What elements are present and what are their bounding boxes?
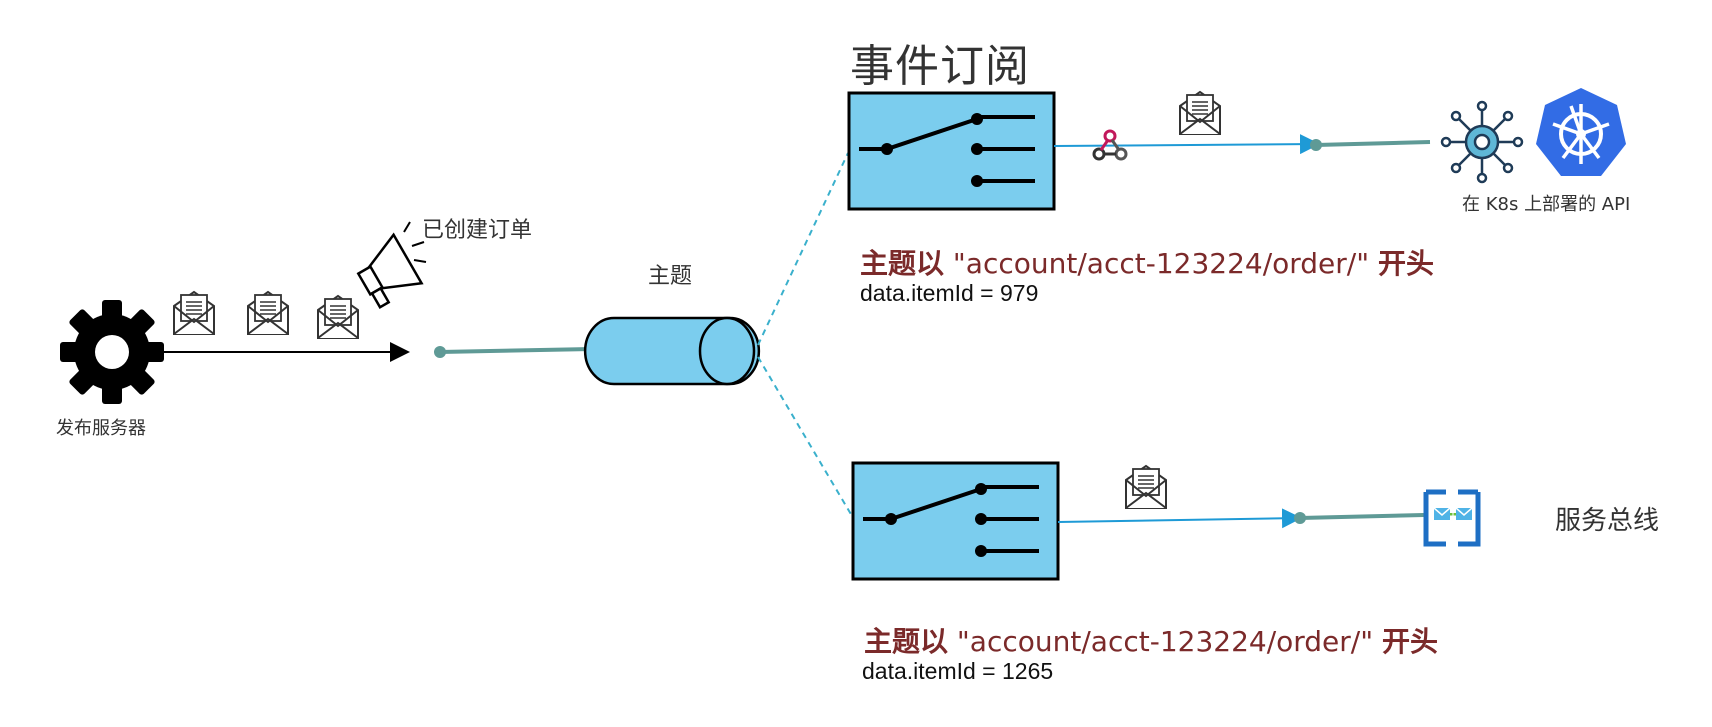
filter-value: "account/acct-123224/order/" (956, 625, 1374, 658)
envelope-icon (317, 295, 359, 339)
subscription-1-condition: data.itemId = 979 (860, 280, 1039, 306)
envelope-icon (247, 291, 289, 335)
hub-icon (1440, 100, 1524, 184)
servicebus-target-label: 服务总线 (1555, 506, 1660, 536)
k8s-icon (1536, 88, 1626, 176)
filter-value: "account/acct-123224/order/" (952, 247, 1370, 280)
subscription-2-condition: data.itemId = 1265 (862, 658, 1054, 684)
envelope-icon (1179, 91, 1221, 135)
delivery-arrow-2 (1057, 508, 1302, 529)
filter-suffix: 开头 (1378, 247, 1435, 280)
filter-suffix: 开头 (1382, 625, 1439, 658)
servicebus-icon (1423, 489, 1481, 547)
envelope-icon (1125, 465, 1167, 509)
target-line-1 (1315, 140, 1431, 147)
delivery-arrow-1 (1053, 134, 1320, 155)
filter-prefix: 主题以 (864, 625, 949, 658)
megaphone-icon (356, 232, 424, 309)
k8s-target-label: 在 K8s 上部署的 API (1462, 194, 1631, 215)
subscription-1-filter: 主题以 "account/acct-123224/order/" 开头 (860, 242, 1434, 282)
fanout-line-bottom (757, 356, 853, 517)
diagram-title: 事件订阅 (850, 41, 1030, 92)
event-label: 已创建订单 (422, 218, 533, 243)
subscription-2-filter: 主题以 "account/acct-123224/order/" 开头 (864, 620, 1438, 660)
topic-input-line (439, 347, 593, 354)
publisher-label: 发布服务器 (56, 418, 146, 439)
filter-prefix: 主题以 (860, 247, 945, 280)
burst-lines (403, 221, 427, 263)
subscription-switch-1 (847, 91, 1056, 211)
webhook-icon (1092, 129, 1128, 161)
gear-icon (60, 300, 164, 404)
subscription-switch-2 (851, 461, 1060, 581)
topic-label: 主题 (648, 264, 693, 289)
topic-cylinder (583, 316, 761, 386)
fanout-line-top (757, 152, 849, 346)
target-line-2 (1299, 513, 1425, 520)
envelope-icon (173, 291, 215, 335)
